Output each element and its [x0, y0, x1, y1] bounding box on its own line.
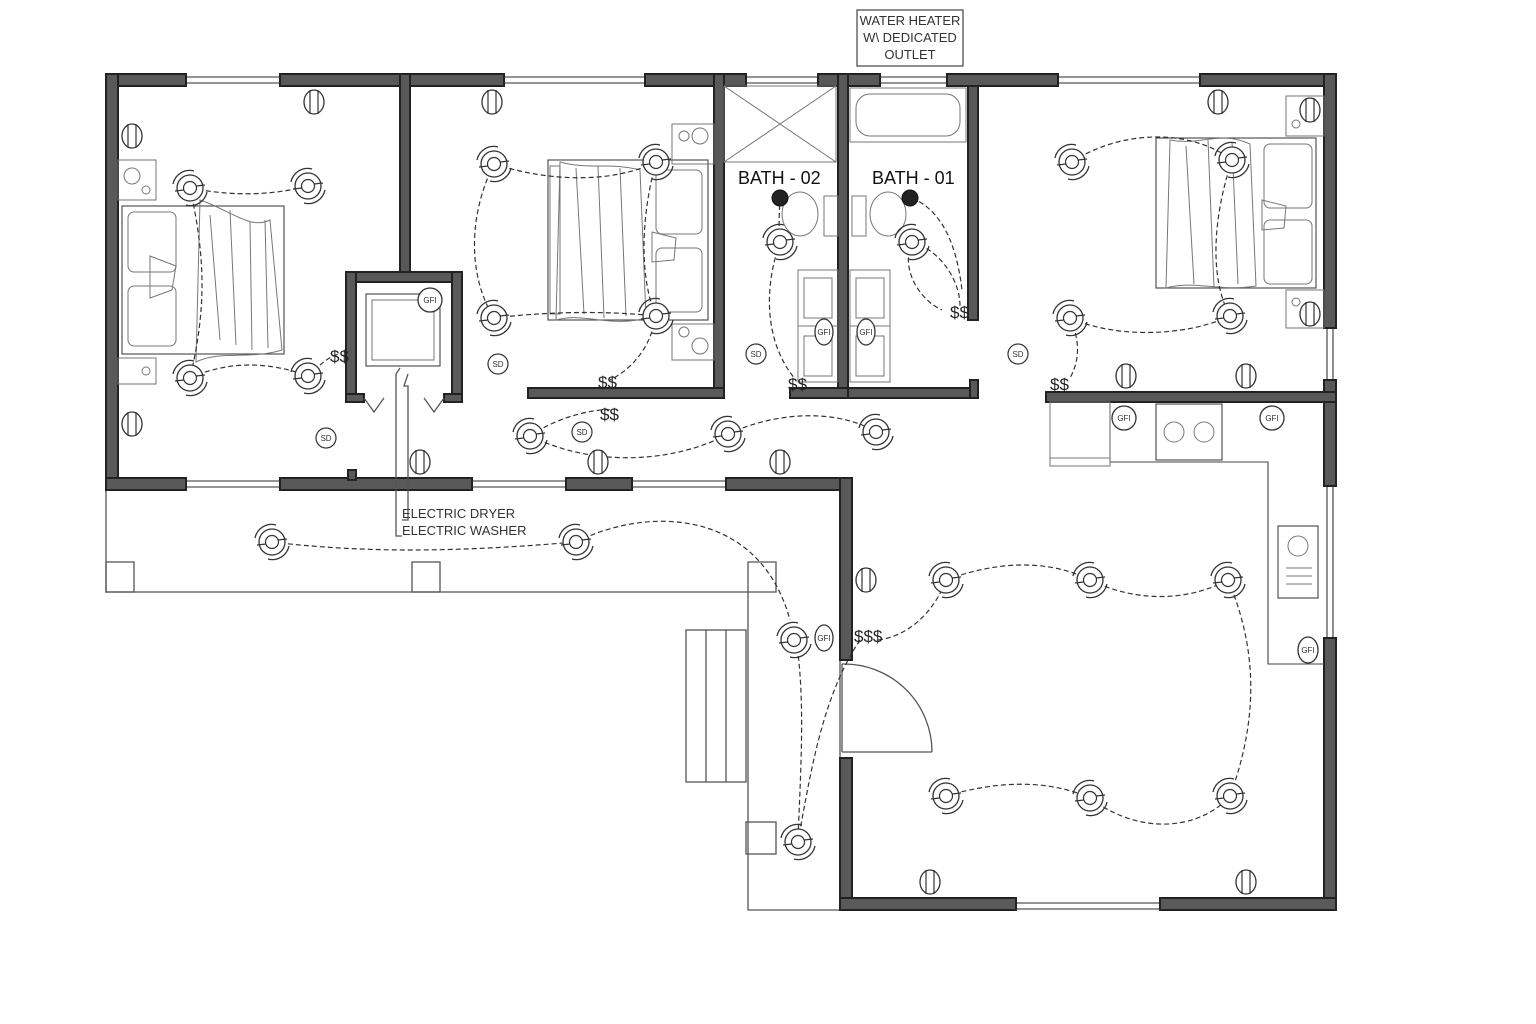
windows: [186, 76, 1334, 910]
bed-bedroom-1: [121, 199, 285, 363]
nightstands-bedroom-2: [671, 123, 715, 361]
entry-steps: [685, 629, 747, 783]
bed-bedroom-2: [547, 159, 709, 322]
svg-text:WATER HEATER: WATER HEATER: [860, 13, 961, 28]
smoke-detector: SD: [487, 353, 509, 375]
double-switch: $$: [950, 303, 969, 322]
svg-text:SD: SD: [750, 350, 761, 359]
kitchen-counters: [1049, 401, 1324, 665]
water-heater-callout: WATER HEATER W\ DEDICATED OUTLET: [856, 9, 964, 67]
gfi-outlet-kitchen-2: GFI: [1259, 405, 1285, 431]
svg-text:GFI: GFI: [1301, 646, 1314, 655]
smoke-detector: SD: [315, 427, 337, 449]
nightstands-bedroom-1: [117, 159, 157, 385]
laundry-machines: [365, 293, 441, 367]
double-switch: $$: [598, 373, 617, 392]
ceiling-lights: [172, 141, 1250, 861]
svg-text:SD: SD: [1012, 350, 1023, 359]
svg-text:GFI: GFI: [423, 296, 436, 305]
gfi-outlet-bath-02: GFI: [814, 318, 834, 346]
double-switch: $$: [1050, 375, 1069, 394]
svg-text:OUTLET: OUTLET: [884, 47, 935, 62]
switches: $$ $$ $$ $$ $$ $$ $$$: [330, 303, 1069, 646]
gfi-outlet-entry: GFI: [814, 624, 834, 652]
bath-01-label: BATH - 01: [872, 168, 955, 188]
bed-bedroom-3: [1155, 137, 1317, 289]
gfi-outlets: GFI GFI GFI GFI GFI GFI GFI: [417, 287, 1319, 664]
smoke-detectors: SD SD SD SD SD: [315, 343, 1029, 449]
svg-text:GFI: GFI: [859, 328, 872, 337]
gfi-outlet-kitchen-3: GFI: [1297, 636, 1319, 664]
svg-text:SD: SD: [492, 360, 503, 369]
gfi-outlet-laundry: GFI: [417, 287, 443, 313]
entry-door: [841, 663, 933, 753]
svg-text:GFI: GFI: [1117, 414, 1130, 423]
gfi-outlet-bath-01: GFI: [856, 318, 876, 346]
svg-text:GFI: GFI: [1265, 414, 1278, 423]
electric-washer-label: ELECTRIC WASHER: [402, 523, 526, 538]
bath-02-fixtures: [723, 85, 839, 383]
bath-02-label: BATH - 02: [738, 168, 821, 188]
smoke-detector: SD: [571, 421, 593, 443]
double-switch: $$: [788, 375, 807, 394]
laundry-callout: ELECTRIC DRYER ELECTRIC WASHER: [395, 367, 526, 538]
smoke-detector: SD: [745, 343, 767, 365]
double-switch: $$: [600, 405, 619, 424]
nightstands-bedroom-3: [1285, 95, 1325, 329]
svg-text:SD: SD: [576, 428, 587, 437]
svg-text:W\ DEDICATED: W\ DEDICATED: [863, 30, 957, 45]
triple-switch: $$$: [854, 627, 883, 646]
porch-outline: [105, 490, 840, 911]
smoke-detector: SD: [1007, 343, 1029, 365]
walls: [105, 73, 1337, 911]
gfi-outlet-kitchen-1: GFI: [1111, 405, 1137, 431]
svg-text:GFI: GFI: [817, 328, 830, 337]
laundry-doors: [363, 397, 445, 414]
svg-text:GFI: GFI: [817, 634, 830, 643]
svg-text:SD: SD: [320, 434, 331, 443]
double-switch: $$: [330, 347, 349, 366]
electric-dryer-label: ELECTRIC DRYER: [402, 506, 515, 521]
